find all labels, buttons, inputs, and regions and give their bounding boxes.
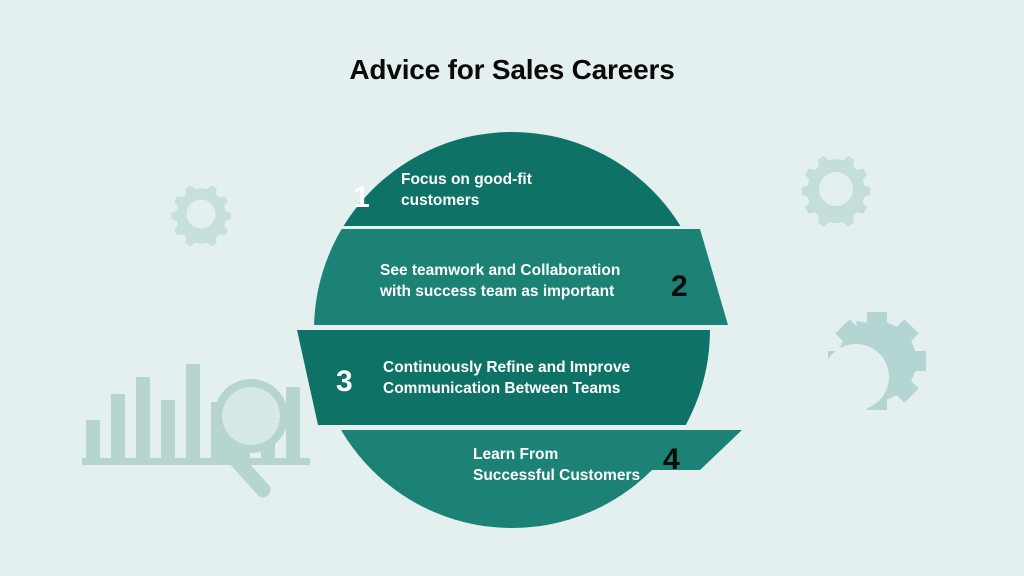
band-4-line-2: Successful Customers <box>473 467 640 484</box>
band-1[interactable]: 1 Focus on good-fit customers <box>200 120 824 226</box>
band-4-number: 4 <box>663 443 680 476</box>
band-3-number: 3 <box>336 365 353 398</box>
gear-right-large-icon <box>823 312 926 411</box>
band-3-line-1: Continuously Refine and Improve <box>383 359 631 376</box>
band-4-line-1: Learn From <box>473 446 558 463</box>
gear-left-small-icon <box>171 185 231 247</box>
band-2[interactable]: 2 See teamwork and Collaboration with su… <box>200 229 824 325</box>
band-2-number: 2 <box>671 270 688 303</box>
decorative-magnifying-glass <box>214 379 288 498</box>
band-3-line-2: Communication Between Teams <box>383 380 620 397</box>
page-title: Advice for Sales Careers <box>349 54 675 85</box>
band-1-number: 1 <box>353 181 370 214</box>
band-1-line-2: customers <box>401 192 479 209</box>
band-2-line-2: with success team as important <box>379 283 614 300</box>
gear-right-small-icon <box>801 156 871 227</box>
band-1-line-1: Focus on good-fit <box>401 171 532 188</box>
band-3[interactable]: 3 Continuously Refine and Improve Commun… <box>200 330 824 425</box>
band-2-line-1: See teamwork and Collaboration <box>380 262 620 279</box>
